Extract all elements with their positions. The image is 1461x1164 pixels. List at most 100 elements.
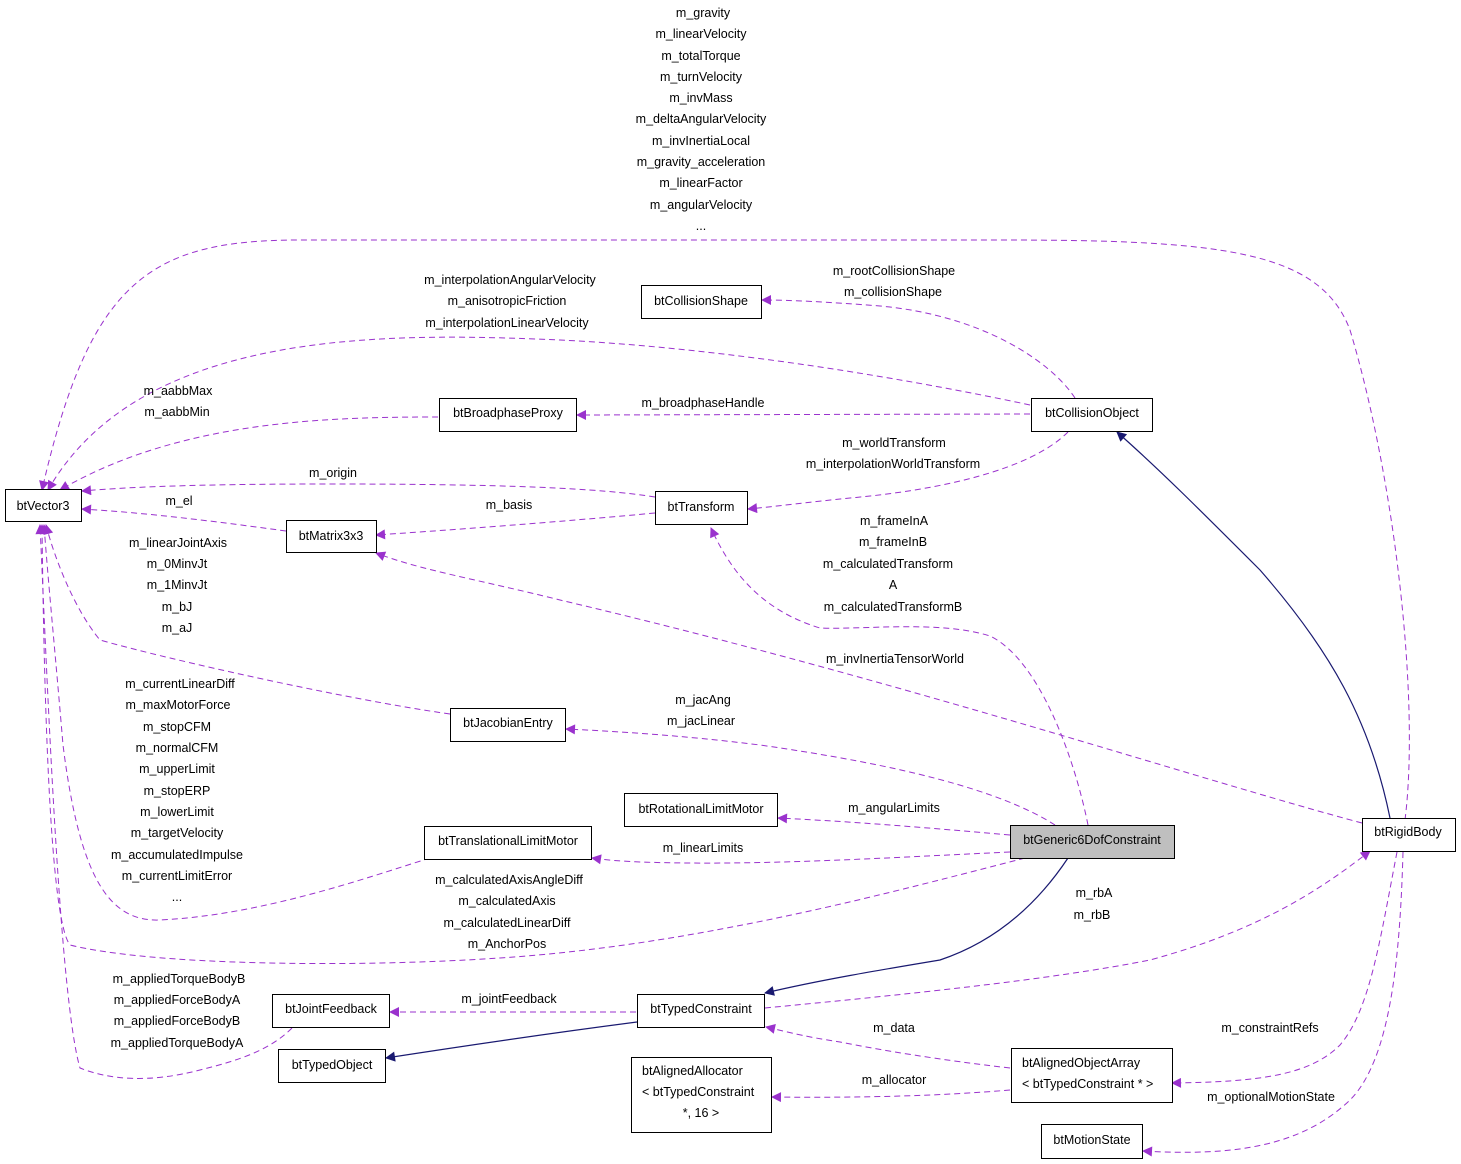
edge-typedconstraint-rigidbody: [764, 850, 1371, 1009]
edge-label: m_invInertiaLocal: [652, 134, 750, 148]
edge-rigidbody-vector3: [39, 239, 1410, 821]
edge-collisionobject-transform: [747, 431, 1069, 514]
node-btRotationalLimitMotor[interactable]: btRotationalLimitMotor: [624, 793, 778, 827]
edge-label: m_calculatedLinearDiff: [444, 916, 571, 930]
labels-jac: m_jacAng m_jacLinear: [667, 693, 735, 728]
edge-dof-transform: [710, 527, 1089, 826]
edge-label: m_appliedTorqueBodyB: [113, 972, 246, 986]
node-btMotionState[interactable]: btMotionState: [1041, 1124, 1143, 1159]
edge-label: m_rootCollisionShape: [833, 264, 955, 278]
labels-frames: m_frameInA m_frameInB m_calculatedTransf…: [823, 514, 962, 614]
edge-label: m_AnchorPos: [468, 937, 547, 951]
node-label: btCollisionShape: [654, 294, 748, 308]
edge-label: m_frameInB: [859, 535, 927, 549]
edge-label: m_collisionShape: [844, 285, 942, 299]
edge-matrix-vector3: [81, 504, 287, 532]
edge-collisionobject-vector3: [47, 336, 1031, 491]
edge-label: m_calculatedAxisAngleDiff: [435, 873, 583, 887]
edge-label: m_aabbMax: [144, 384, 214, 398]
edge-label: m_normalCFM: [136, 741, 219, 755]
node-label: btTypedConstraint: [650, 1002, 752, 1016]
node-label: < btTypedConstraint: [642, 1085, 755, 1099]
edges: [35, 239, 1410, 1157]
node-label: btBroadphaseProxy: [453, 406, 564, 420]
node-btCollisionShape[interactable]: btCollisionShape: [641, 285, 762, 319]
edge-label: m_worldTransform: [842, 436, 946, 450]
node-btCollisionObject[interactable]: btCollisionObject: [1031, 398, 1153, 432]
labels-collisionobject-vector3: m_interpolationAngularVelocity m_anisotr…: [424, 273, 596, 330]
edge-alignedarray-typedconstraint: [765, 1023, 1011, 1069]
node-btTranslationalLimitMotor[interactable]: btTranslationalLimitMotor: [424, 826, 592, 860]
node-btGeneric6DofConstraint[interactable]: btGeneric6DofConstraint: [1010, 825, 1175, 859]
edge-typedconstraint-typedobject: [385, 1021, 638, 1062]
node-label: btTranslationalLimitMotor: [438, 834, 578, 848]
edge-dof-rotational: [777, 813, 1011, 836]
edge-label: m_frameInA: [860, 514, 929, 528]
edge-label: m_linearLimits: [663, 841, 744, 855]
edge-label: m_linearFactor: [659, 176, 742, 190]
edge-label: m_angularLimits: [848, 801, 940, 815]
edge-label: m_invMass: [669, 91, 732, 105]
labels-transmotor-vector3: m_currentLinearDiff m_maxMotorForce m_st…: [111, 677, 243, 904]
node-label: btAlignedObjectArray: [1022, 1056, 1141, 1070]
node-btTypedObject[interactable]: btTypedObject: [278, 1049, 386, 1083]
edge-label: m_appliedForceBodyA: [114, 993, 241, 1007]
edge-label: m_origin: [309, 466, 357, 480]
edge-rigidbody-collisionobject: [1116, 431, 1391, 819]
node-btRigidBody[interactable]: btRigidBody: [1362, 818, 1456, 852]
node-label: btJacobianEntry: [463, 716, 553, 730]
edge-labels: m_gravity m_linearVelocity m_totalTorque…: [111, 6, 1335, 1104]
edge-label: m_interpolationLinearVelocity: [425, 316, 589, 330]
edge-label: m_targetVelocity: [131, 826, 224, 840]
edge-label: m_aabbMin: [144, 405, 209, 419]
edge-label: m_linearJointAxis: [129, 536, 227, 550]
node-label: btRigidBody: [1374, 825, 1442, 839]
labels-rb: m_rbA m_rbB: [1074, 886, 1113, 922]
edge-label: m_maxMotorForce: [126, 698, 231, 712]
node-label: btCollisionObject: [1045, 406, 1139, 420]
edge-label: m_appliedTorqueBodyA: [111, 1036, 244, 1050]
edge-label: m_gravity_acceleration: [637, 155, 766, 169]
edge-label: m_calculatedAxis: [458, 894, 555, 908]
labels-collisionshape: m_rootCollisionShape m_collisionShape: [833, 264, 955, 299]
edge-label: ...: [696, 219, 706, 233]
node-btJacobianEntry[interactable]: btJacobianEntry: [450, 708, 566, 742]
node-btTypedConstraint[interactable]: btTypedConstraint: [637, 994, 765, 1028]
edge-label: m_angularVelocity: [650, 198, 753, 212]
edge-label: m_turnVelocity: [660, 70, 743, 84]
edge-label: m_0MinvJt: [147, 557, 208, 571]
edge-translational-vector3: [39, 524, 431, 921]
edge-dof-translational: [591, 851, 1011, 865]
edge-label: m_rbB: [1074, 908, 1111, 922]
node-btMatrix3x3[interactable]: btMatrix3x3: [286, 520, 377, 553]
edge-label: m_appliedForceBodyB: [114, 1014, 240, 1028]
node-btAlignedObjectArray[interactable]: btAlignedObjectArray < btTypedConstraint…: [1011, 1048, 1173, 1103]
node-label: btGeneric6DofConstraint: [1023, 833, 1161, 847]
node-btTransform[interactable]: btTransform: [655, 491, 748, 525]
edge-label: m_upperLimit: [139, 762, 215, 776]
node-btVector3[interactable]: btVector3: [5, 489, 82, 522]
edge-label: m_currentLimitError: [122, 869, 232, 883]
node-btBroadphaseProxy[interactable]: btBroadphaseProxy: [439, 398, 577, 432]
edge-label: m_totalTorque: [661, 49, 740, 63]
edge-jacobian-vector3: [43, 524, 451, 715]
edge-alignedarray-allocator: [771, 1089, 1011, 1103]
node-label: *, 16 >: [683, 1106, 720, 1120]
edge-label: m_gravity: [676, 6, 731, 20]
labels-rigidbody-vector3: m_gravity m_linearVelocity m_totalTorque…: [636, 6, 767, 233]
edge-label: m_stopERP: [144, 784, 211, 798]
edge-label: m_basis: [486, 498, 533, 512]
edge-transform-vector3: [81, 483, 656, 498]
edge-transform-matrix: [375, 512, 656, 540]
edge-dof-vector3: [37, 524, 1026, 965]
node-label: btTypedObject: [292, 1058, 373, 1072]
node-btAlignedAllocator[interactable]: btAlignedAllocator < btTypedConstraint *…: [631, 1057, 772, 1133]
edge-label: m_interpolationWorldTransform: [806, 457, 980, 471]
node-btJointFeedback[interactable]: btJointFeedback: [272, 994, 390, 1028]
edge-label: m_interpolationAngularVelocity: [424, 273, 596, 287]
edge-label: m_constraintRefs: [1221, 1021, 1318, 1035]
edge-label: m_data: [873, 1021, 915, 1035]
edge-label: m_optionalMotionState: [1207, 1090, 1335, 1104]
